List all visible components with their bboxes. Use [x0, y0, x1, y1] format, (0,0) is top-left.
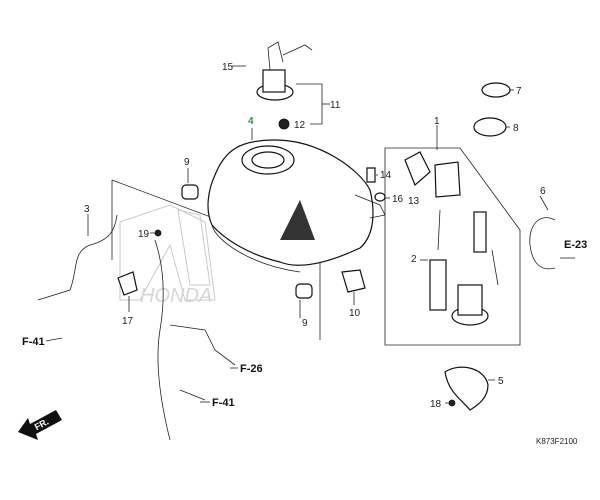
callout-8: 8	[513, 123, 519, 134]
callout-12: 12	[294, 120, 306, 131]
ref-f41-left: F-41	[22, 336, 45, 348]
fuel-tank	[207, 139, 386, 273]
honda-watermark: HONDA	[119, 204, 216, 307]
part-14-bolt	[366, 167, 376, 183]
callout-6: 6	[540, 186, 546, 197]
part-9-rubber-bottom	[295, 283, 313, 299]
part-10-bracket	[341, 269, 366, 293]
callout-11: 11	[330, 100, 341, 111]
callout-15: 15	[222, 62, 234, 73]
part-9-rubber-top	[181, 184, 199, 200]
part-17-clip	[117, 271, 138, 296]
front-arrow-icon	[18, 410, 62, 440]
part-16-washer	[374, 192, 386, 202]
callout-9-bottom: 9	[302, 318, 308, 329]
callout-19: 19	[138, 229, 150, 240]
part-18-bolt	[448, 399, 456, 407]
honda-wing-logo	[280, 200, 315, 240]
ref-f41-bottom: F-41	[212, 397, 235, 409]
callout-1: 1	[434, 116, 440, 127]
leader-lines	[45, 65, 575, 404]
part-5-set-plate	[444, 366, 489, 411]
ref-f26: F-26	[240, 363, 263, 375]
part-8-o-ring	[473, 117, 507, 137]
callout-4: 4	[248, 116, 254, 127]
fuel-cap	[256, 41, 313, 130]
front-arrow: FR.	[18, 410, 62, 440]
callout-14: 14	[380, 170, 392, 181]
callout-13: 13	[408, 196, 420, 207]
part-12-washer	[278, 118, 290, 130]
diagram-code: K873F2100	[536, 437, 578, 446]
callout-7: 7	[516, 86, 522, 97]
callout-3: 3	[84, 204, 90, 215]
callout-16: 16	[392, 194, 404, 205]
watermark-text: HONDA	[140, 285, 212, 307]
callout-2: 2	[411, 254, 417, 265]
callout-17: 17	[122, 316, 134, 327]
breather-tubes	[37, 214, 236, 441]
part-6-hose	[529, 217, 556, 270]
callout-10: 10	[349, 308, 361, 319]
callout-5: 5	[498, 376, 504, 387]
ref-e23: E-23	[564, 239, 587, 251]
part-7-o-ring	[481, 82, 511, 98]
callout-18: 18	[430, 399, 442, 410]
callout-9-top: 9	[184, 157, 190, 168]
fuel-pump-assembly	[404, 151, 499, 326]
